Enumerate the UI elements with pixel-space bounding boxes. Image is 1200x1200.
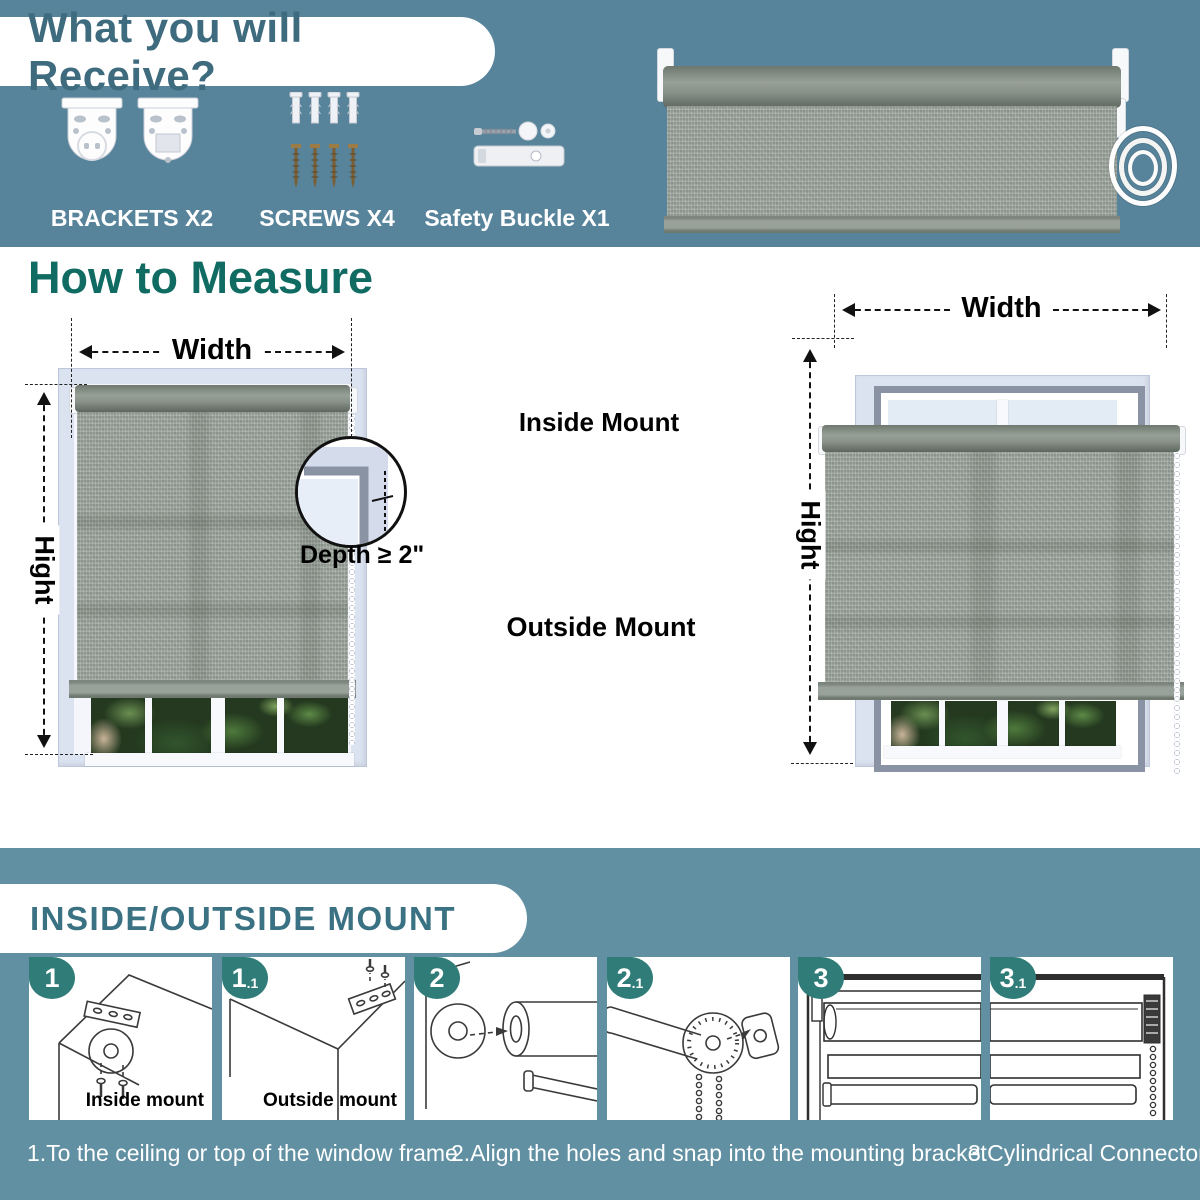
- height-label-right: Hight: [794, 490, 826, 580]
- width-label-left: Width: [161, 334, 263, 367]
- step-caption-3: 3.Cylindrical Connector: [968, 1140, 1200, 1166]
- panel-badge: 3: [798, 957, 844, 999]
- brackets-label: BRACKETS X2: [50, 205, 214, 231]
- shade-fabric: [667, 106, 1117, 218]
- height-cap-top-left: [25, 384, 87, 385]
- step-caption-1: 1.To the ceiling or top of the window fr…: [27, 1140, 458, 1166]
- depth-label: Depth ≥ 2": [300, 541, 425, 569]
- shade-chain-left: [349, 415, 355, 745]
- outside-mount-label: Outside Mount: [506, 612, 696, 642]
- mount-banner: INSIDE/OUTSIDE MOUNT: [0, 884, 527, 953]
- panel-badge: 1: [29, 957, 75, 999]
- brackets-image: [61, 97, 199, 163]
- panel-step-2: 2: [414, 957, 597, 1120]
- window-sill-right: [884, 746, 1121, 758]
- height-cap-top-right: [792, 338, 854, 339]
- mount-title: INSIDE/OUTSIDE MOUNT: [30, 899, 457, 937]
- panel-badge: 1.1: [222, 957, 268, 999]
- depth-magnifier: [295, 436, 407, 548]
- outside-mount-shade: [818, 425, 1186, 700]
- height-arrow-right-window: Hight: [794, 342, 826, 762]
- height-arrow-left-window: Hight: [28, 385, 60, 755]
- inside-mount-label: Inside Mount: [518, 407, 680, 437]
- panel-step-1: 1 Inside mount: [29, 957, 212, 1120]
- width-label-right: Width: [951, 292, 1052, 325]
- receive-title: What you will Receive?: [28, 3, 303, 99]
- window-sill: [85, 753, 354, 766]
- panel-badge: 2: [414, 957, 460, 999]
- panel-step-3: 3: [798, 957, 981, 1120]
- panel-step-1-1: 1.1 Outside mount: [222, 957, 405, 1120]
- panel-1-caption: Inside mount: [85, 1090, 204, 1111]
- safety-buckle-label: Safety Buckle X1: [424, 205, 610, 231]
- step-3-drawing: [806, 974, 981, 1120]
- panel-step-3-1: 3.1: [990, 957, 1173, 1120]
- width-arrow-right-window: Width: [835, 292, 1168, 325]
- step-2-1-drawing: [607, 1006, 780, 1120]
- shade-roll: [663, 66, 1121, 108]
- measure-title: How to Measure: [28, 252, 374, 303]
- shade-hem: [664, 216, 1120, 233]
- panel-badge: 3.1: [990, 957, 1036, 999]
- height-cap-bottom-left: [25, 754, 93, 755]
- chain-coil: [1109, 118, 1177, 206]
- panel-1-1-caption: Outside mount: [262, 1090, 397, 1111]
- step-caption-2: 2.Align the holes and snap into the moun…: [451, 1140, 987, 1166]
- safety-buckle-image: [473, 121, 565, 167]
- shade-chain-right: [1174, 452, 1180, 775]
- step-1-1-drawing: [229, 959, 405, 1120]
- width-arrow-left-window: Width: [72, 334, 352, 367]
- screws-image: [289, 92, 360, 188]
- height-cap-bottom-right: [791, 763, 853, 764]
- panel-badge: 2.1: [607, 957, 653, 999]
- height-label-left: Hight: [28, 525, 60, 615]
- receive-banner: What you will Receive?: [0, 4, 495, 99]
- inside-mount-shade: [69, 385, 358, 698]
- panel-step-2-1: 2.1: [607, 957, 790, 1120]
- step-2-drawing: [425, 961, 597, 1109]
- step-1-drawing: [58, 974, 212, 1120]
- screws-label: SCREWS X4: [259, 205, 395, 231]
- roller-shade-photo: [657, 48, 1177, 240]
